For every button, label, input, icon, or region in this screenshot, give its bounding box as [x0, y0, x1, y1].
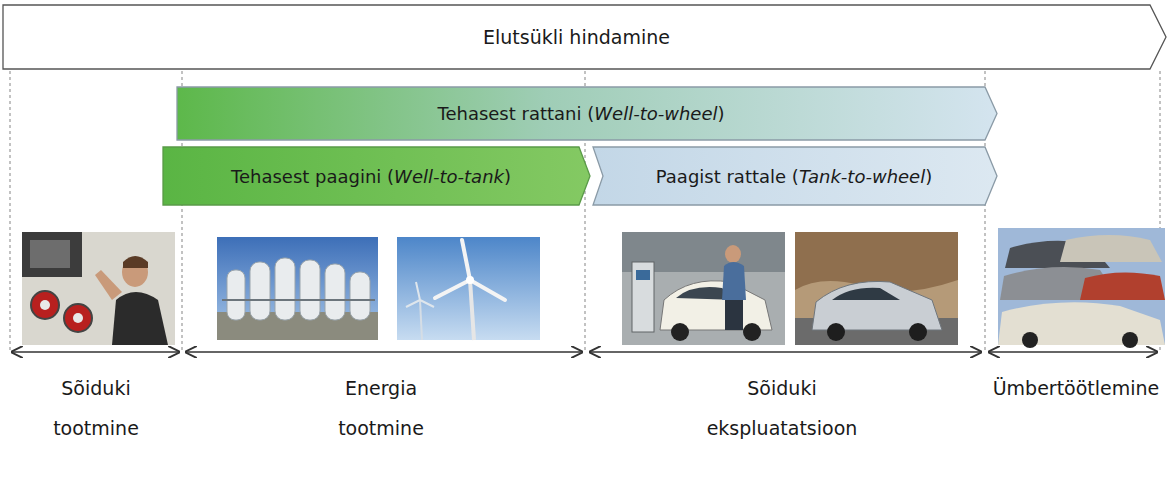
arrow-outline — [163, 147, 590, 205]
arrow-outline — [593, 147, 997, 205]
band-label: Tehasest paagini (Well-to-tank) — [163, 147, 590, 205]
stage-arrow: Tehasest paagini (Well-to-tank) — [163, 147, 590, 205]
section-guides — [10, 71, 1160, 352]
charging-car-photo — [622, 232, 785, 345]
text-part: Tehasest paagini ( — [231, 166, 394, 187]
lifecycle-band: Elutsükli hindamine — [3, 5, 1166, 69]
text-part: ) — [504, 166, 511, 187]
band-label: Tehasest rattani (Well-to-wheel) — [177, 87, 997, 140]
text-part: Paagist rattale ( — [656, 166, 799, 187]
stage-arrow: Paagist rattale (Tank-to-wheel) — [593, 147, 997, 205]
scrap-cars-photo — [998, 228, 1165, 348]
refinery-photo — [217, 237, 378, 340]
text-part: Tehasest rattani ( — [437, 103, 594, 124]
driving-car-photo — [795, 232, 958, 345]
band-label: Elutsükli hindamine — [3, 5, 1166, 69]
stage-caption: Sõiduki ekspluatatsioon — [700, 368, 865, 448]
text-part: ) — [717, 103, 724, 124]
text-part: ) — [925, 166, 932, 187]
stage-caption: Ümbertöötlemine — [989, 368, 1164, 408]
italic-term: Well-to-tank — [394, 166, 504, 187]
italic-term: Tank-to-wheel — [799, 166, 925, 187]
stage-caption: Sõiduki tootmine — [41, 368, 151, 448]
wind-turbine-photo — [397, 237, 540, 340]
band-label: Paagist rattale (Tank-to-wheel) — [593, 147, 997, 205]
production-photo — [22, 232, 175, 345]
italic-term: Well-to-wheel — [594, 103, 717, 124]
stage-arrow: Tehasest rattani (Well-to-wheel) — [177, 87, 997, 140]
arrow-outline — [3, 5, 1166, 69]
stage-caption: Energia tootmine — [326, 368, 436, 448]
span-arrows — [12, 351, 1157, 353]
arrow-outline — [177, 87, 997, 140]
